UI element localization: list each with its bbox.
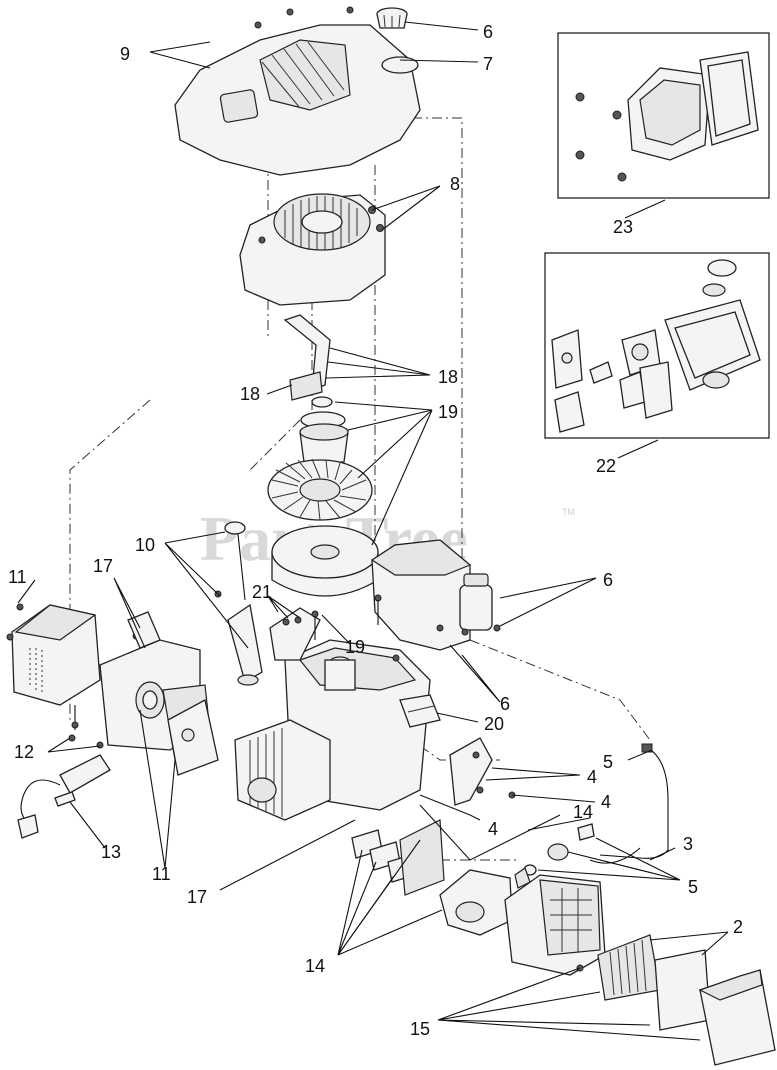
cylinder-fins	[249, 728, 283, 817]
callout-15: 15	[410, 1019, 430, 1039]
callout-11-lower: 11	[152, 864, 171, 884]
heat-shield-perforations	[29, 648, 43, 692]
exhaust-flange	[127, 611, 161, 649]
spark-plug	[54, 791, 76, 807]
callout-19-upper: 19	[438, 402, 458, 422]
engine-cover-plate	[269, 607, 321, 661]
bolts-misc	[311, 594, 444, 662]
intake-gaskets	[351, 819, 445, 896]
callout-23: 23	[613, 217, 633, 237]
governor-plate	[399, 694, 441, 728]
callout-numbers: 9 6 7 8 18 18 19 10 17 11 21 19 6 6 20 1…	[8, 22, 743, 1039]
engine-shroud-cover	[174, 6, 421, 176]
filter-base-grid	[550, 888, 592, 952]
ignition-coil	[17, 734, 111, 839]
callout-12: 12	[14, 742, 34, 762]
callout-6-lower: 6	[500, 694, 510, 714]
air-filter-element	[597, 934, 661, 1001]
flywheel-fan	[267, 458, 373, 521]
governor-bracket	[283, 314, 331, 401]
fuel-line-clamps	[514, 823, 595, 889]
callout-17-lower: 17	[187, 887, 207, 907]
callout-5-upper: 5	[603, 752, 613, 772]
watermark-trademark: TM	[562, 507, 575, 517]
callout-9: 9	[120, 44, 130, 64]
callout-11-left: 11	[8, 567, 27, 587]
callout-6-top: 6	[483, 22, 493, 42]
callout-14-lower: 14	[305, 956, 325, 976]
callout-20: 20	[484, 714, 504, 734]
recoil-starter-housing	[239, 193, 386, 306]
air-filter-base	[504, 874, 606, 976]
callout-8: 8	[450, 174, 460, 194]
callout-7: 7	[483, 54, 493, 74]
callout-10: 10	[135, 535, 155, 555]
inset-box-valve-cover	[557, 32, 770, 199]
callout-18-right: 18	[438, 367, 458, 387]
callout-6-right: 6	[603, 570, 613, 590]
callout-18-left: 18	[240, 384, 260, 404]
callout-2: 2	[733, 917, 743, 937]
fuel-cap-top	[376, 7, 408, 29]
callout-13: 13	[101, 842, 121, 862]
callout-19-lower: 19	[345, 637, 365, 657]
flywheel-nut-cup	[299, 396, 349, 463]
flywheel	[271, 525, 379, 597]
callout-4-middle: 4	[601, 792, 611, 812]
cylinder-head	[234, 719, 331, 821]
callout-3: 3	[683, 834, 693, 854]
callout-4-lower: 4	[488, 819, 498, 839]
fuel-tank	[370, 539, 501, 651]
muffler-heat-shield	[6, 603, 101, 706]
muffler-gasket	[167, 699, 219, 776]
callout-5-lower: 5	[688, 877, 698, 897]
callout-21: 21	[252, 582, 272, 602]
callout-22: 22	[596, 456, 616, 476]
inset-box-gasket-kit	[544, 252, 770, 439]
callout-leaders	[17, 21, 729, 1041]
callout-17-upper: 17	[93, 556, 113, 576]
callout-4-upper: 4	[587, 767, 597, 787]
filter-pleats	[609, 939, 647, 996]
muffler-mount-studs	[71, 705, 79, 730]
callout-14-upper: 14	[573, 802, 593, 822]
fan-blades	[271, 458, 367, 521]
shroud-vent-slots	[261, 41, 345, 109]
air-filter-cover	[698, 969, 776, 1066]
